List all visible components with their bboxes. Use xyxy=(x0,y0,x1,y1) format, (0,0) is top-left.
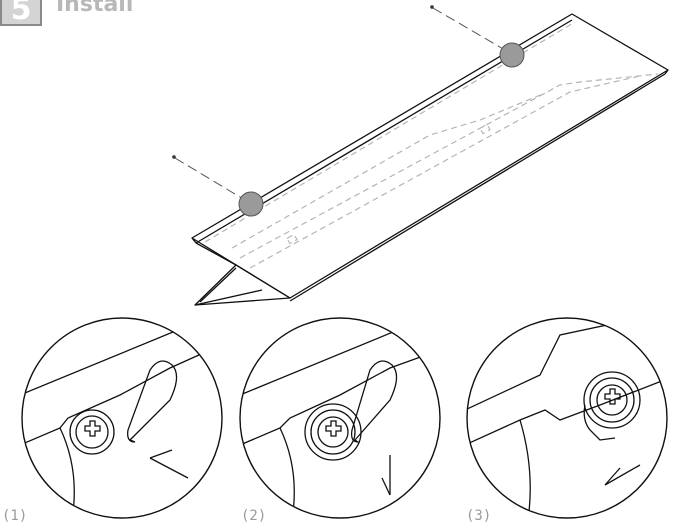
detail-label-3: (3) xyxy=(466,508,492,524)
shelf-rail xyxy=(191,13,669,306)
hidden-lines xyxy=(204,21,659,269)
detail-view-1 xyxy=(21,317,223,519)
detail-label-1: (1) xyxy=(2,508,28,524)
screw-tip-right xyxy=(430,5,434,9)
step-number-badge: 5 xyxy=(0,0,42,27)
step-number: 5 xyxy=(10,0,32,27)
detail-label-2: (2) xyxy=(241,508,267,524)
screw-leaders xyxy=(174,7,506,201)
detail-view-2 xyxy=(239,317,441,519)
screw-position-marker-right xyxy=(499,42,525,68)
screw-tip-left xyxy=(172,155,176,159)
step-title: Install xyxy=(56,0,134,17)
screw-position-marker-left xyxy=(238,191,264,217)
detail-view-3 xyxy=(466,317,668,519)
